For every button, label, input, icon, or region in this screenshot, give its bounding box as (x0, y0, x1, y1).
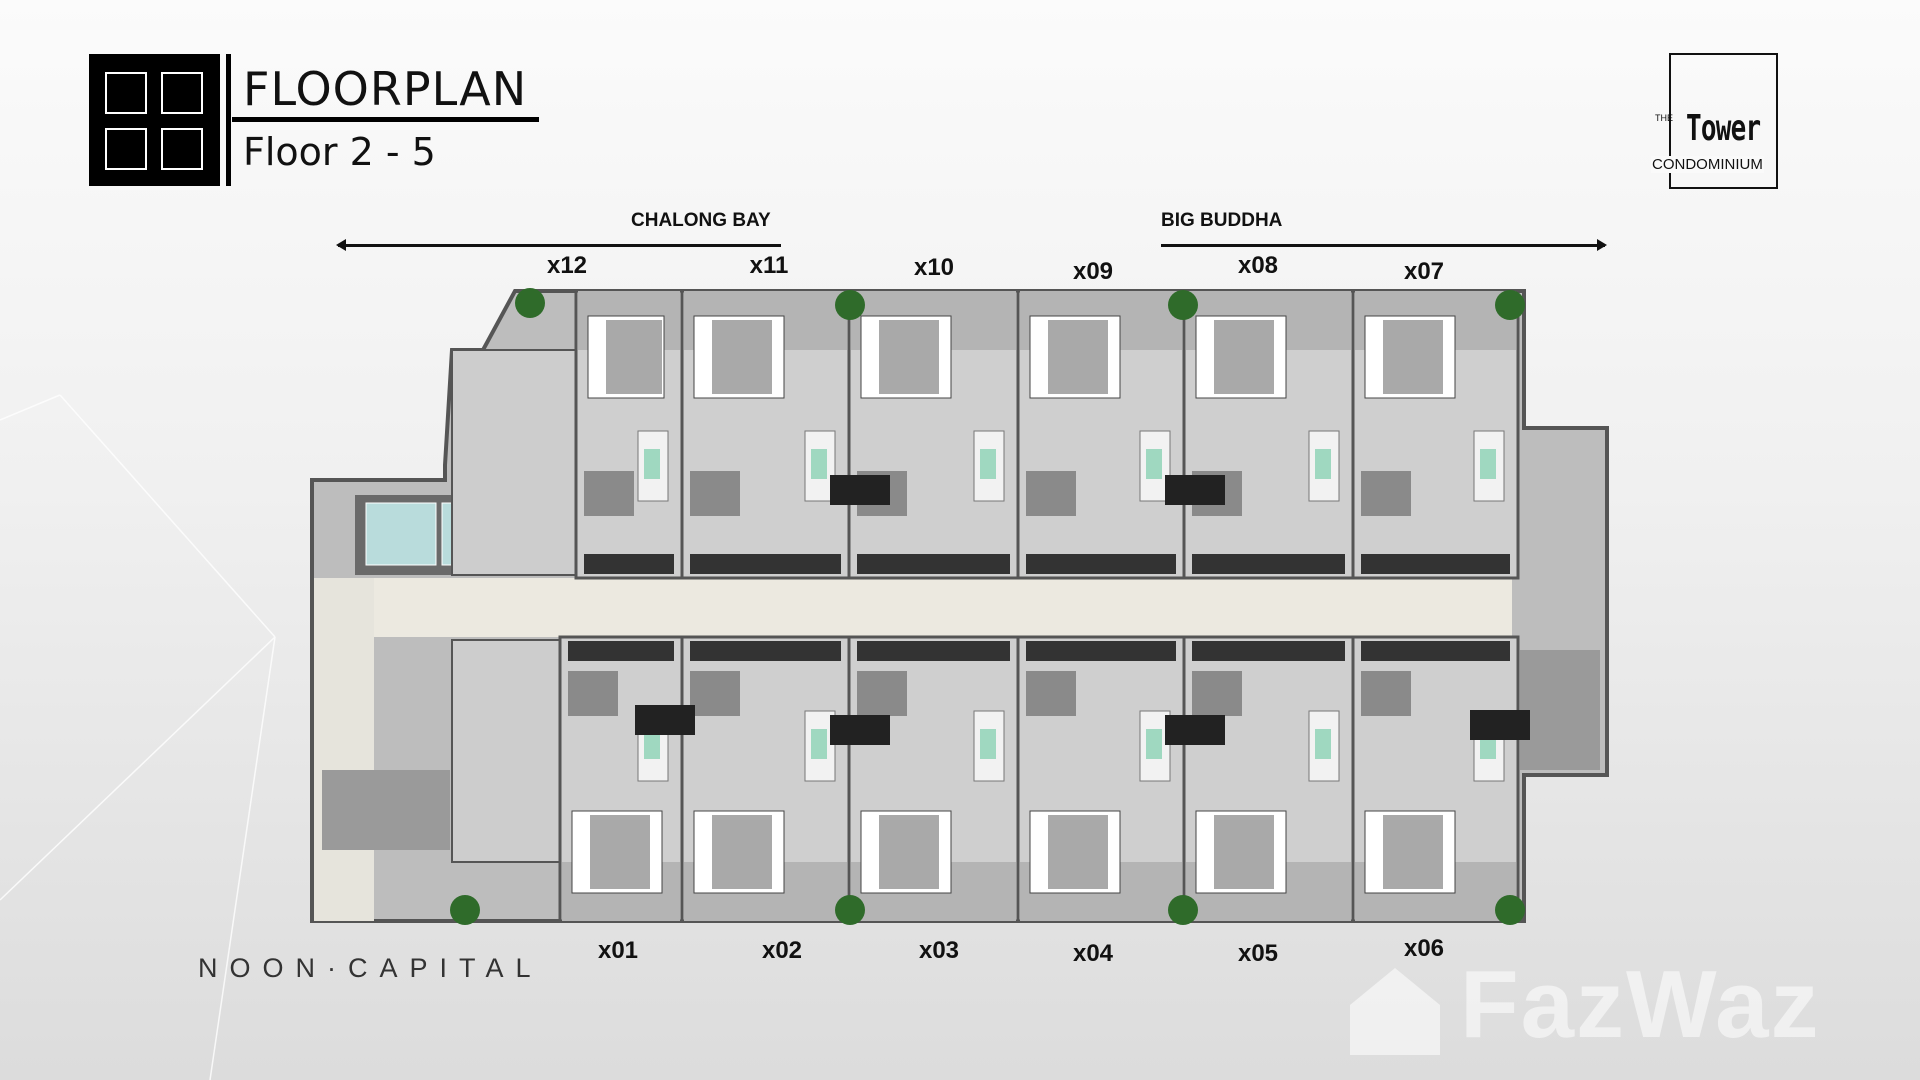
lift-lobby (314, 578, 374, 921)
unit-label: x02 (761, 937, 803, 964)
kitchen-counter (690, 641, 841, 661)
kitchen-counter (1026, 554, 1176, 574)
bed-cover (606, 320, 662, 394)
bed-cover (1383, 815, 1443, 889)
cushion (1480, 449, 1496, 479)
kitchen-counter (857, 641, 1010, 661)
unit-label: x01 (597, 937, 639, 964)
title-underline (232, 117, 539, 122)
bed-cover (1214, 815, 1274, 889)
project-logo-tagline: CONDOMINIUM (1651, 156, 1764, 173)
plant-icon (835, 290, 865, 320)
bathroom (690, 671, 740, 716)
project-logo-the: THE (1655, 113, 1673, 123)
bathroom (568, 671, 618, 716)
bed-cover (879, 320, 939, 394)
direction-label-left: CHALONG BAY (631, 210, 771, 231)
staircase-right (1520, 650, 1600, 770)
cushion (1146, 449, 1162, 479)
staircase-left (322, 770, 450, 850)
kitchen-counter (690, 554, 841, 574)
unit-label: x06 (1403, 935, 1445, 962)
cushion (1315, 729, 1331, 759)
cushion (1146, 729, 1162, 759)
bathroom (857, 671, 907, 716)
cushion (811, 729, 827, 759)
arrow-right-icon (1161, 239, 1607, 251)
unit-label: x12 (546, 252, 588, 279)
corridor (314, 578, 1512, 637)
plant-icon (1495, 895, 1525, 925)
cushion (980, 449, 996, 479)
kitchen-counter (1026, 641, 1176, 661)
plant-icon (835, 895, 865, 925)
cushion (811, 449, 827, 479)
dining-table (830, 475, 890, 505)
floor-range: Floor 2 - 5 (243, 130, 436, 174)
dining-table (1165, 715, 1225, 745)
kitchen-counter (584, 554, 674, 574)
plant-icon (1495, 290, 1525, 320)
page-title: FLOORPLAN (243, 62, 528, 116)
bathroom (1361, 671, 1411, 716)
cushion (644, 449, 660, 479)
unit-label: x04 (1072, 940, 1114, 967)
project-logo-name: Tower (1686, 108, 1761, 149)
bed-cover (1214, 320, 1274, 394)
elevator-car-1 (365, 502, 437, 566)
bed-cover (712, 320, 772, 394)
kitchen-counter (1361, 641, 1510, 661)
kitchen-counter (568, 641, 674, 661)
sofa (1473, 430, 1505, 502)
bathroom (1192, 671, 1242, 716)
bed-cover (1383, 320, 1443, 394)
plant-icon (1168, 290, 1198, 320)
cushion (644, 729, 660, 759)
bed-cover (590, 815, 650, 889)
cushion (980, 729, 996, 759)
kitchen-counter (1192, 641, 1345, 661)
plant-icon (1168, 895, 1198, 925)
unit-label: x08 (1237, 252, 1279, 279)
bed-cover (712, 815, 772, 889)
watermark-house-icon (1350, 968, 1440, 1055)
kitchen-counter (1192, 554, 1345, 574)
kitchen-counter (857, 554, 1010, 574)
cushion (1315, 449, 1331, 479)
plant-icon (515, 288, 545, 318)
dining-table (1470, 710, 1530, 740)
unit-label: x11 (749, 252, 789, 279)
watermark: FazWaz (1460, 951, 1821, 1058)
floorplan-logo (89, 54, 220, 186)
arrow-left-icon (336, 239, 781, 251)
bathroom (1026, 471, 1076, 516)
bed-cover (1048, 320, 1108, 394)
lounge-x12 (451, 349, 577, 576)
developer-logo: NOON·CAPITAL (198, 953, 543, 983)
bed-cover (1048, 815, 1108, 889)
dining-table (830, 715, 890, 745)
direction-label-right: BIG BUDDHA (1161, 210, 1283, 231)
bathroom (1026, 671, 1076, 716)
unit-label: x03 (918, 937, 960, 964)
dining-table (635, 705, 695, 735)
dining-table (1165, 475, 1225, 505)
units-layer (450, 288, 1530, 925)
background-lines (0, 394, 276, 1080)
plant-icon (450, 895, 480, 925)
unit-label: x10 (913, 254, 955, 281)
bathroom (690, 471, 740, 516)
title-divider (226, 54, 231, 186)
unit-x01-extra (451, 639, 561, 863)
bathroom (1361, 471, 1411, 516)
bathroom (584, 471, 634, 516)
unit-label: x07 (1403, 258, 1445, 285)
bed-cover (879, 815, 939, 889)
kitchen-counter (1361, 554, 1510, 574)
project-logo-frame (1669, 53, 1778, 189)
unit-label: x09 (1072, 258, 1114, 285)
unit-label: x05 (1237, 940, 1279, 967)
